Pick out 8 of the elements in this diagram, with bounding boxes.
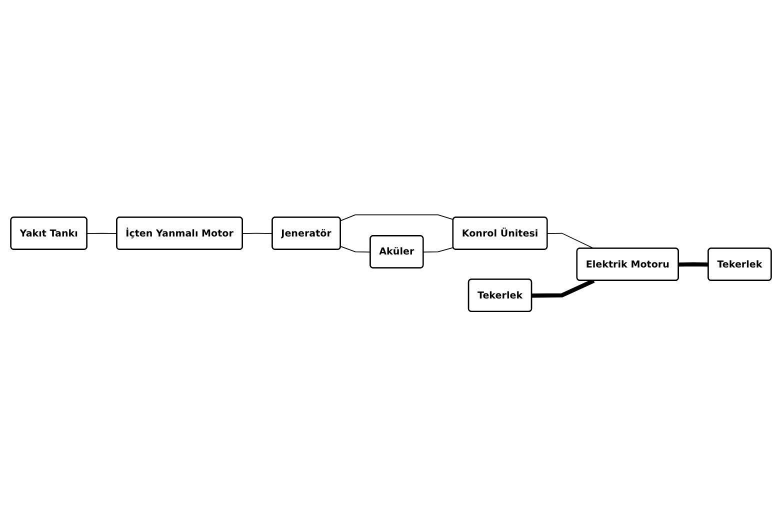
connector — [86, 233, 118, 234]
connector — [546, 233, 594, 250]
connector — [340, 214, 454, 222]
connector — [422, 248, 454, 253]
connector — [242, 233, 273, 234]
connector — [532, 279, 595, 298]
connector — [340, 246, 371, 253]
connector — [678, 262, 709, 268]
